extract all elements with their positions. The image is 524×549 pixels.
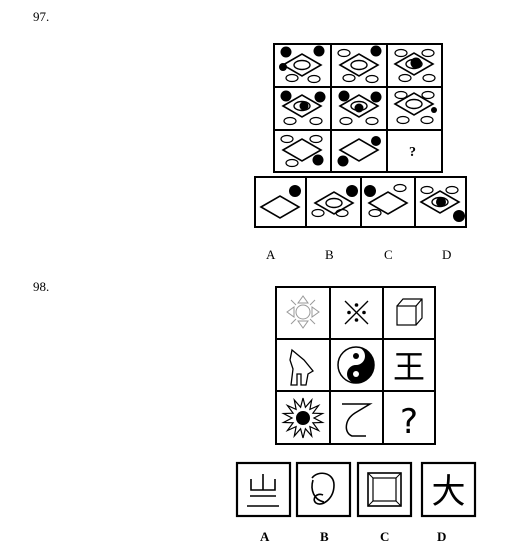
q97-option-d-figure[interactable] <box>420 185 465 223</box>
q97-option-c-label: C <box>384 247 393 262</box>
q97-question-mark: ? <box>409 145 416 160</box>
q97-option-c-figure[interactable] <box>364 183 409 218</box>
q97-number: 97. <box>33 9 50 24</box>
q98-grid <box>275 286 436 445</box>
q97-cell-2-1 <box>280 90 326 126</box>
q98-option-d-label: D <box>437 529 447 544</box>
q97-cell-1-3 <box>394 48 436 83</box>
q98-cube <box>396 298 423 326</box>
q97-cell-3-2 <box>337 136 381 167</box>
q98-option-c-label: C <box>380 529 390 544</box>
q98-option-b-label: B <box>320 529 329 544</box>
q98-x-dots <box>344 300 369 325</box>
q98-number: 98. <box>33 279 50 294</box>
q97-options-box <box>254 176 467 228</box>
q98-hook-stroke <box>342 403 373 437</box>
q98-compass-ornament <box>286 295 320 329</box>
q98-option-d-box[interactable] <box>420 461 477 518</box>
q97-option-b-label: B <box>325 247 334 262</box>
q98-grid-char-wang: 王 <box>393 348 425 386</box>
q98-option-b-box[interactable] <box>295 461 352 518</box>
q98-option-d-char: 大 <box>432 472 466 512</box>
q97-option-a-label: A <box>266 247 276 262</box>
q98-option-a-box[interactable] <box>235 461 292 518</box>
q97-cell-2-2 <box>338 90 382 126</box>
q97-option-a-figure[interactable] <box>259 185 301 219</box>
q98-option-c-box[interactable] <box>356 461 413 518</box>
q97-option-d-label: D <box>442 247 452 262</box>
q98-spiky-star <box>281 397 325 439</box>
q97-cell-2-3 <box>394 90 437 125</box>
q98-yin-yang <box>337 346 375 384</box>
q97-cell-3-1 <box>280 134 324 168</box>
q97-cell-1-1 <box>279 45 325 84</box>
q98-hand-figure <box>289 348 314 386</box>
q98-option-a-label: A <box>260 529 270 544</box>
q97-cell-1-2 <box>337 45 382 84</box>
q98-question-mark: ? <box>400 402 418 442</box>
q97-option-b-figure[interactable] <box>311 185 358 218</box>
q97-grid <box>273 43 443 173</box>
